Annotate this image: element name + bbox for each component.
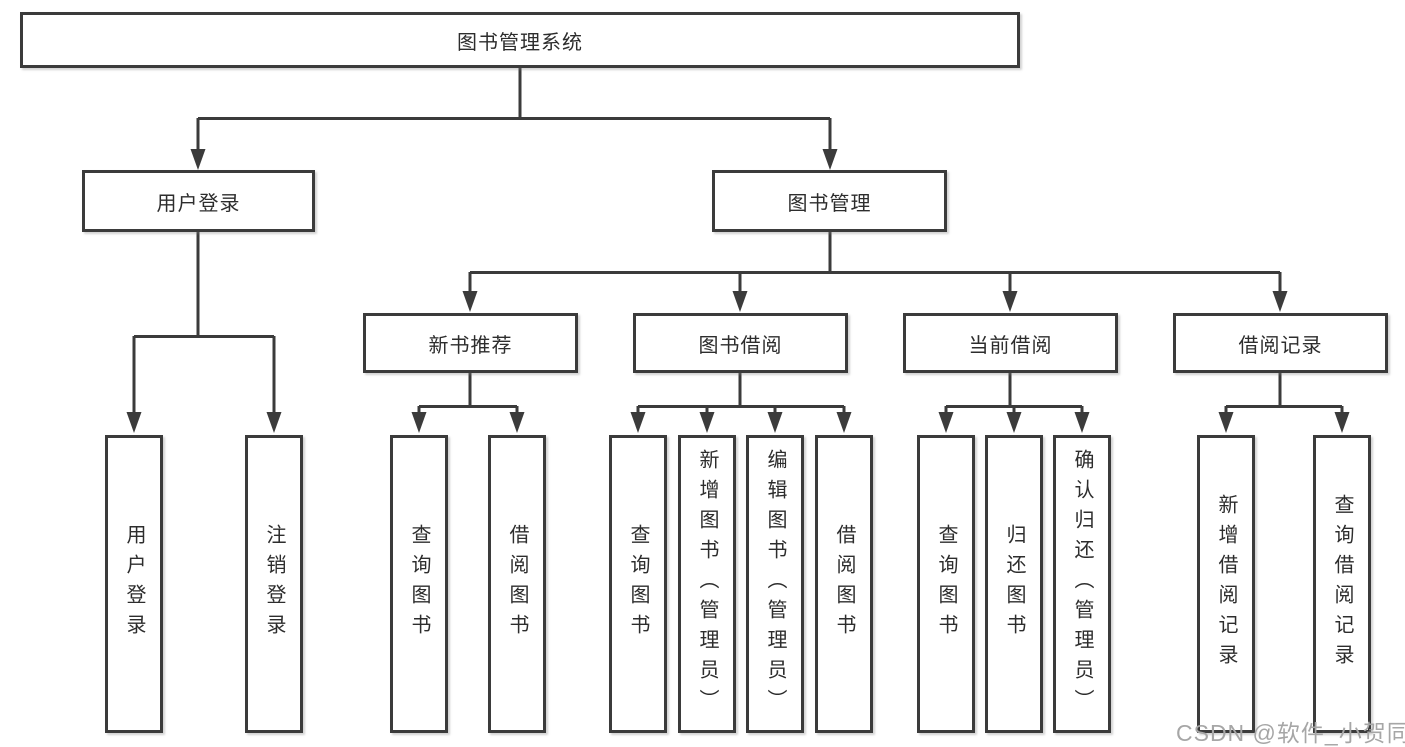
leaf-confirm-return-admin: 确认归还（管理员） bbox=[1053, 435, 1111, 733]
leaf-add-borrow-record: 新增借阅记录 bbox=[1197, 435, 1255, 733]
leaf-query-borrow-record: 查询借阅记录 bbox=[1313, 435, 1371, 733]
csdn-watermark: CSDN @软件_小贺同学 bbox=[1176, 720, 1405, 746]
node-library-system: 图书管理系统 bbox=[20, 12, 1020, 68]
node-user-login: 用户登录 bbox=[82, 170, 315, 232]
node-new-book-recommend: 新书推荐 bbox=[363, 313, 578, 373]
node-book-management: 图书管理 bbox=[712, 170, 947, 232]
leaf-current-query-books: 查询图书 bbox=[917, 435, 975, 733]
leaf-add-books-admin: 新增图书（管理员） bbox=[678, 435, 736, 733]
leaf-return-books: 归还图书 bbox=[985, 435, 1043, 733]
node-book-borrow: 图书借阅 bbox=[633, 313, 848, 373]
leaf-recommend-query-books: 查询图书 bbox=[390, 435, 448, 733]
leaf-logout: 注销登录 bbox=[245, 435, 303, 733]
leaf-borrow-books: 借阅图书 bbox=[815, 435, 873, 733]
leaf-borrow-query-books: 查询图书 bbox=[609, 435, 667, 733]
node-current-borrow: 当前借阅 bbox=[903, 313, 1118, 373]
leaf-recommend-borrow-books: 借阅图书 bbox=[488, 435, 546, 733]
node-borrow-records: 借阅记录 bbox=[1173, 313, 1388, 373]
leaf-user-login: 用户登录 bbox=[105, 435, 163, 733]
leaf-edit-books-admin: 编辑图书（管理员） bbox=[746, 435, 804, 733]
